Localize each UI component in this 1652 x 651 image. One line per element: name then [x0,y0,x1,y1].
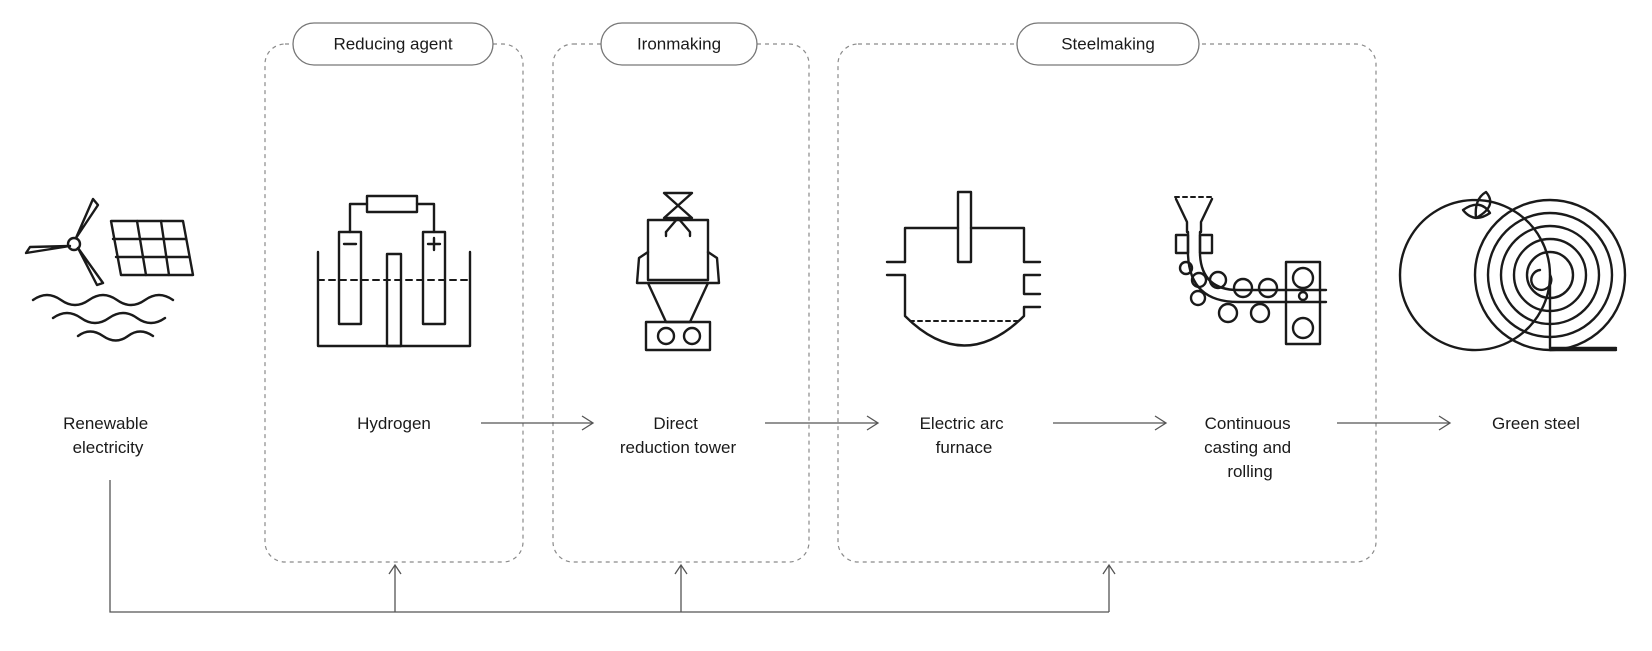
flow-arrow [481,415,595,431]
caster-rolling-icon [1174,196,1328,346]
group-reducing-agent: Reducing agent [264,22,524,563]
node-label: Direct reduction tower [620,414,737,457]
flow-arrow [765,415,880,431]
group-tag [1016,22,1200,66]
electrolyzer-icon [316,194,472,348]
node-label: Green steel [1492,414,1580,433]
flow-arrow [1053,415,1168,431]
node-label: Continuous casting and rolling [1204,414,1296,481]
group-title: Reducing agent [333,34,452,53]
renewable-energy-icon [24,197,195,342]
group-title: Steelmaking [1061,34,1155,53]
node-label: Renewable electricity [63,414,153,457]
electricity-supply-lines [109,480,1116,613]
node-label: Electric arc furnace [920,414,1009,457]
reduction-tower-icon [635,191,721,352]
group-tag [292,22,494,66]
group-border [552,43,810,563]
group-ironmaking: Ironmaking [552,22,810,563]
group-title: Ironmaking [637,34,721,53]
group-border [264,43,524,563]
node-label: Hydrogen [357,414,431,433]
flow-arrow [1337,415,1452,431]
steel-coil-icon [1398,190,1627,352]
flow-arrows [481,415,1452,431]
group-tag [600,22,758,66]
group-steelmaking: Steelmaking [837,22,1377,563]
arc-furnace-icon [885,190,1042,347]
